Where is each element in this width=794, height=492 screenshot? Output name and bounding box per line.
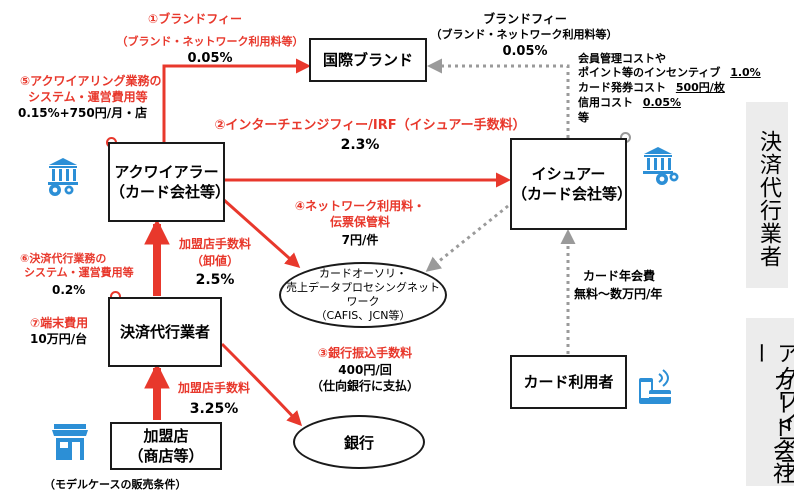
label-issuer-costs-line3: カード発券コスト 500円/枚 — [578, 81, 725, 95]
node-network: カードオーソリ・ 売上データプロセシングネットワーク （CAFIS、JCN等） — [279, 262, 447, 328]
node-bank: 銀行 — [293, 415, 425, 469]
label-acq-system-value: 0.15%+750円/月・店 — [18, 106, 148, 120]
node-brand: 国際ブランド — [309, 38, 427, 82]
label-brand-fee-iss-sub: （ブランド・ネットワーク利用料等） — [430, 28, 618, 41]
node-issuer-line2: （カード会社等） — [512, 185, 633, 203]
label-issuer-costs-line3-text: カード発券コスト — [578, 81, 666, 94]
node-network-line2: 売上データプロセシングネットワーク — [286, 281, 440, 308]
label-issuer-costs-line4-value: 0.05% — [642, 96, 682, 109]
label-agent-system-title1: ⑥決済代行業務の — [20, 252, 107, 265]
sidebar-bottom-col2: カード会社 — [769, 370, 794, 485]
sidebar-bottom: カード会社 アクワイアラー — [746, 318, 794, 486]
label-card-annual-fee-title: カード年会費 — [583, 269, 656, 283]
label-issuer-costs-line2: ポイント等のインセンティブ 1.0% — [578, 66, 761, 80]
label-irf-value: 2.3% — [340, 137, 380, 153]
label-bank-transfer-value1: 400円/回 — [338, 363, 392, 377]
label-bottom-cut: （モデルケースの販売条件） — [44, 478, 187, 491]
arrow-issuer-to-brand — [427, 58, 570, 138]
label-agent-system-value: 0.2% — [52, 283, 86, 297]
node-issuer-line1: イシュアー — [531, 165, 606, 183]
sidebar-top: 決済代行業者 — [746, 102, 788, 288]
label-issuer-costs-line4-text: 信用コスト — [578, 96, 633, 109]
sidebar-bottom-col1: アクワイアラー — [747, 342, 794, 480]
label-terminal-fee-title: ⑦端末費用 — [30, 316, 89, 330]
node-payment-agent: 決済代行業者 — [108, 297, 222, 367]
label-merchant-fee-title: 加盟店手数料 — [177, 381, 250, 395]
sidebar-top-label: 決済代行業者 — [756, 130, 781, 268]
label-bank-transfer-title: ③銀行振込手数料 — [317, 346, 413, 360]
label-issuer-costs-line1: 会員管理コストや — [578, 52, 666, 65]
label-network-fee-title1: ④ネットワーク利用料・ — [294, 199, 426, 213]
shop-icon — [52, 424, 88, 460]
bank-gear-icon — [643, 147, 679, 185]
label-issuer-costs-line5: 等 — [578, 111, 589, 124]
label-merchant-fee-wholesale-title2: （卸値） — [190, 254, 239, 268]
node-network-line3: （CAFIS、JCN等） — [315, 309, 411, 322]
label-acq-system-title1: ⑤アクワイアリング業務の — [20, 74, 162, 88]
bank-gear-icon — [48, 158, 78, 196]
label-irf-title: ②インターチェンジフィー/IRF（イシュアー手数料） — [214, 118, 526, 133]
label-merchant-fee-value: 3.25% — [189, 401, 239, 417]
arrow-acquirer-to-network — [223, 198, 301, 269]
arrow-agent-to-bank — [220, 342, 303, 427]
label-acq-system-title2: システム・運営費用等 — [28, 90, 148, 104]
arrow-acquirer-to-brand — [162, 58, 311, 143]
card-payment-icon — [639, 369, 671, 404]
node-acquirer-line1: アクワイアラー — [114, 163, 219, 181]
label-card-annual-fee-value: 無料～数万円/年 — [574, 287, 663, 301]
node-cardholder-label: カード利用者 — [523, 373, 614, 391]
node-issuer: イシュアー （カード会社等） — [510, 138, 633, 230]
label-issuer-costs-line2-text: ポイント等のインセンティブ — [578, 66, 721, 79]
label-issuer-costs-line2-value: 1.0% — [730, 66, 761, 79]
label-merchant-fee-wholesale-value: 2.5% — [195, 272, 235, 288]
label-brand-fee-acq-sub: （ブランド・ネットワーク利用料等） — [116, 35, 304, 48]
arrow-issuer-to-network — [425, 204, 509, 272]
label-brand-fee-acq-value: 0.05% — [187, 51, 233, 66]
node-bank-label: 銀行 — [343, 433, 374, 452]
label-network-fee-value: 7円/件 — [341, 233, 379, 247]
label-bank-transfer-value2: （仕向銀行に支払） — [310, 379, 419, 393]
node-payment-agent-label: 決済代行業者 — [119, 323, 210, 341]
label-terminal-fee-value: 10万円/台 — [30, 332, 88, 346]
node-brand-label: 国際ブランド — [322, 51, 413, 69]
node-network-line1: カードオーソリ・ — [319, 267, 407, 280]
label-network-fee-title2: 伝票保管料 — [329, 215, 390, 229]
label-issuer-costs-line4: 信用コスト 0.05% — [578, 96, 681, 110]
node-merchant-line2: （商店等） — [128, 447, 204, 465]
node-merchant: 加盟店 （商店等） — [110, 422, 222, 470]
node-acquirer: アクワイアラー （カード会社等） — [108, 142, 231, 222]
node-merchant-line1: 加盟店 — [143, 427, 189, 445]
label-issuer-costs-line3-value: 500円/枚 — [675, 81, 725, 94]
label-brand-fee-iss-value: 0.05% — [502, 44, 548, 59]
label-brand-fee-iss-title: ブランドフィー — [483, 12, 567, 26]
node-acquirer-line2: （カード会社等） — [110, 183, 231, 201]
label-brand-fee-acq-title: ①ブランドフィー — [148, 12, 242, 26]
label-agent-system-title2: システム・運営費用等 — [24, 266, 134, 279]
label-merchant-fee-wholesale-title1: 加盟店手数料 — [178, 237, 251, 251]
node-cardholder: カード利用者 — [510, 355, 627, 409]
